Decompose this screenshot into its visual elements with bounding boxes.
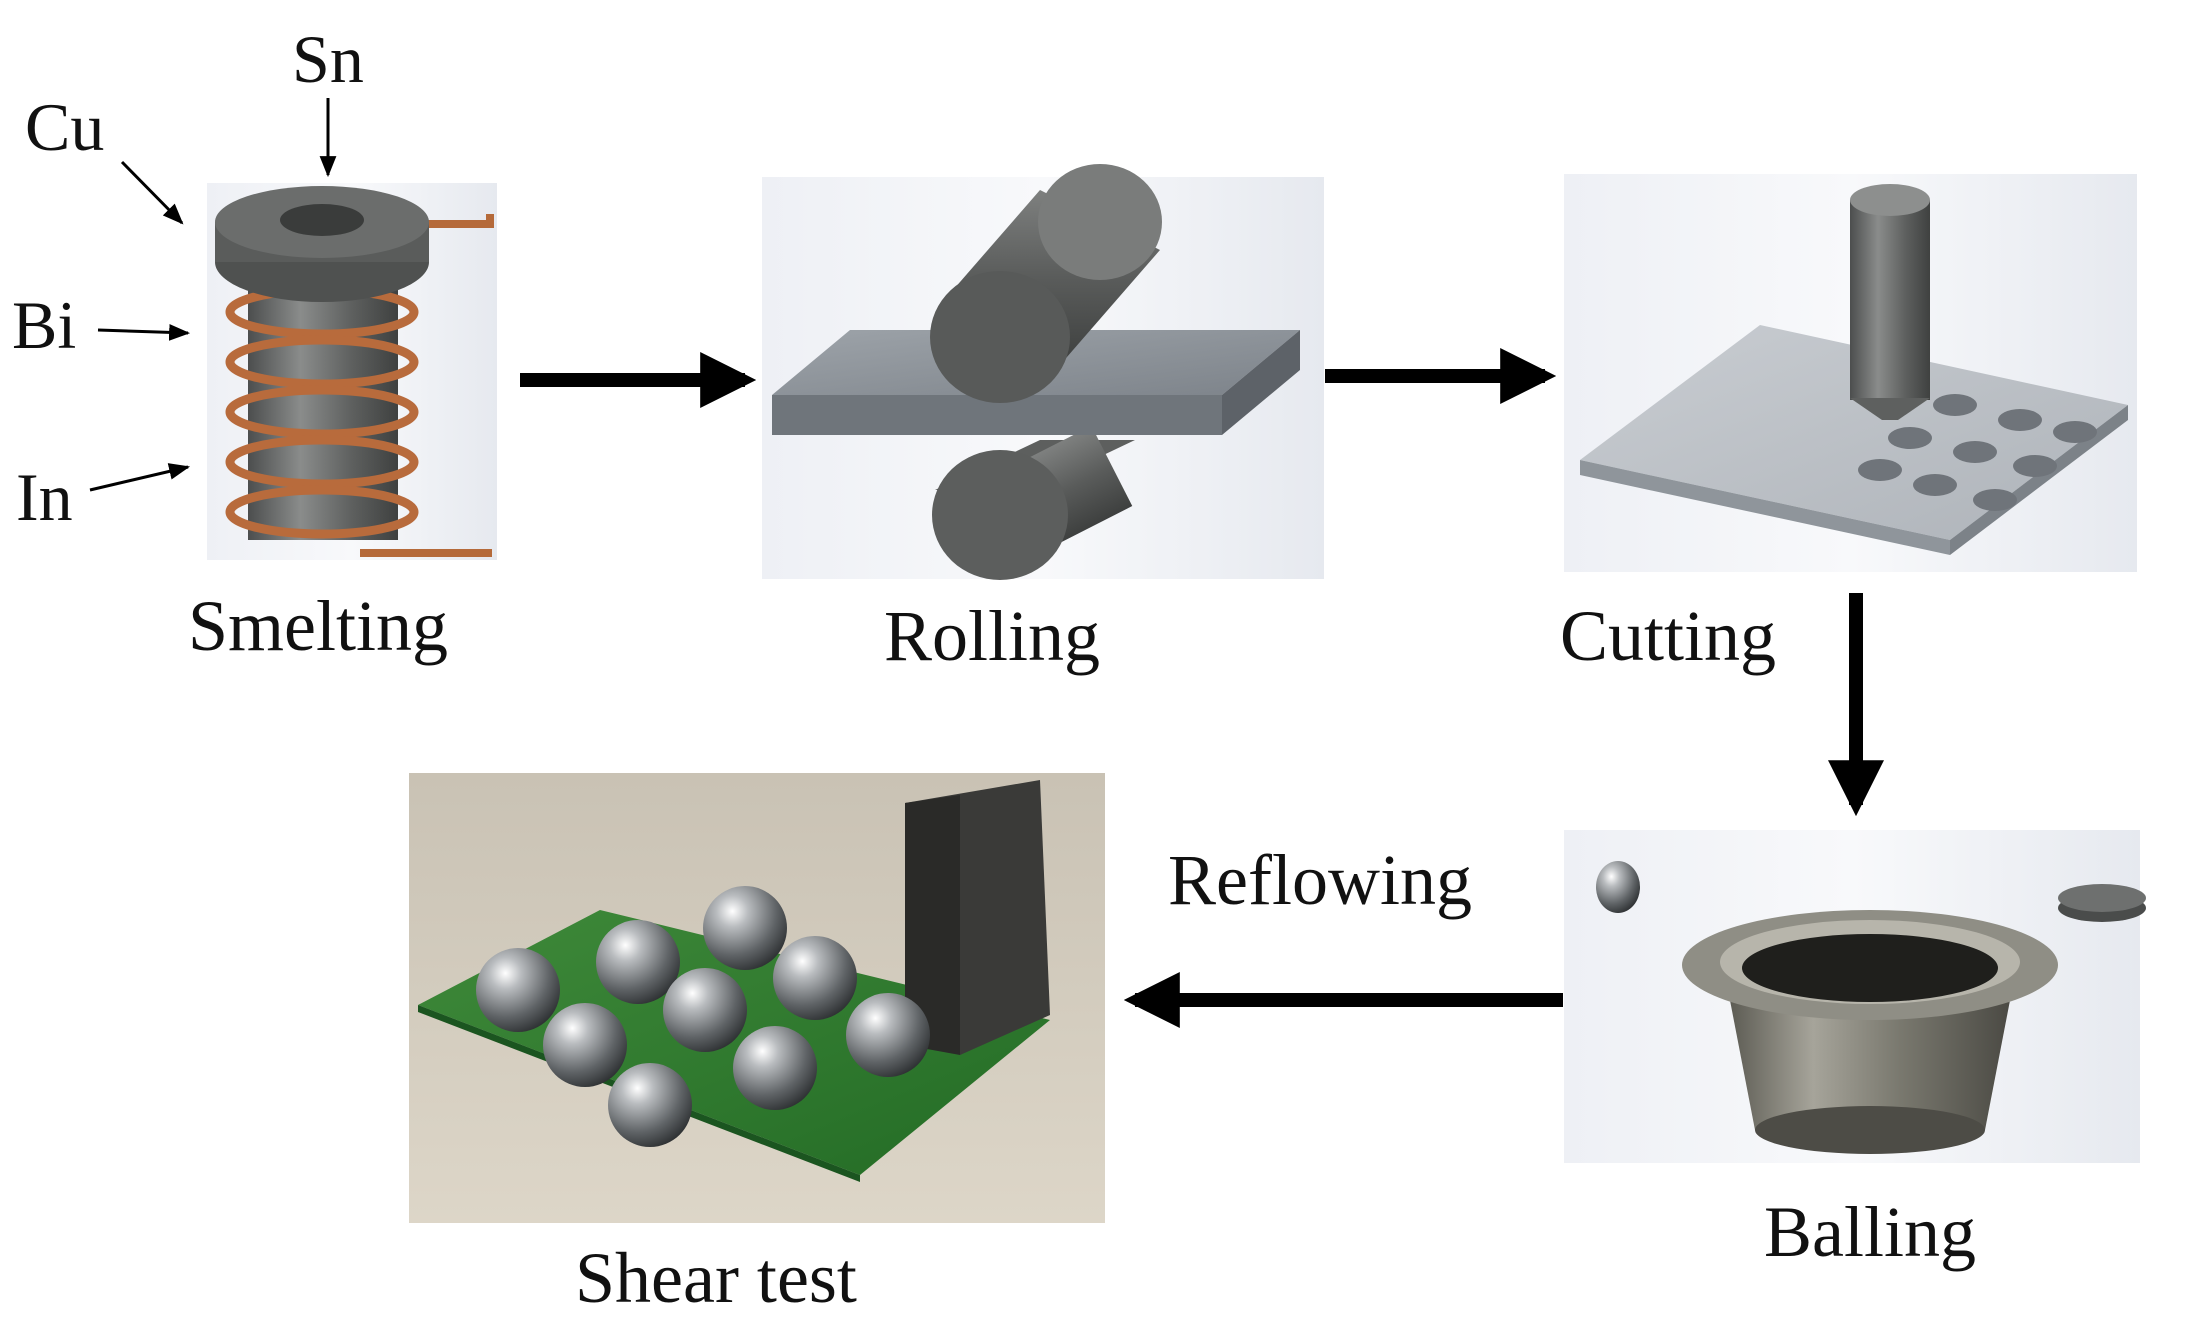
punched-holes (1858, 394, 2097, 511)
cutting-plate-top (1580, 325, 2128, 540)
step-label-balling: Balling (1764, 1192, 1976, 1272)
step-label-cutting: Cutting (1560, 596, 1776, 676)
induction-coil (225, 285, 419, 539)
coil-lead-top (420, 214, 494, 228)
solder-disc (2058, 884, 2146, 912)
element-label-in: In (16, 459, 73, 535)
crucible-opening (280, 204, 364, 236)
edge-label-reflowing: Reflowing (1168, 840, 1472, 920)
solder-droplet (1596, 861, 1640, 913)
shear-test-step (409, 773, 1105, 1223)
crucible-cup-body (1728, 990, 2012, 1130)
cutting-step (1564, 174, 2137, 572)
pcb-board (418, 910, 1050, 1175)
balling-step (1564, 830, 2146, 1163)
smelting-step (207, 183, 497, 560)
element-label-sn: Sn (292, 21, 364, 97)
bottom-roll-end (932, 450, 1068, 580)
solder-balls (476, 886, 930, 1147)
rolling-step (762, 164, 1324, 580)
element-label-cu: Cu (25, 89, 104, 165)
step-label-smelting: Smelting (188, 586, 448, 666)
in-arrow (89, 463, 191, 492)
sheet-front (772, 395, 1222, 435)
punch-body (1850, 200, 1930, 400)
cu-arrow (120, 160, 184, 225)
crucible-cup-inside (1742, 934, 1998, 1002)
bi-arrow (97, 323, 191, 341)
step-label-shear-test: Shear test (575, 1238, 857, 1318)
step-label-rolling: Rolling (884, 596, 1100, 676)
element-label-bi: Bi (12, 287, 76, 363)
top-roll-end (930, 271, 1070, 403)
